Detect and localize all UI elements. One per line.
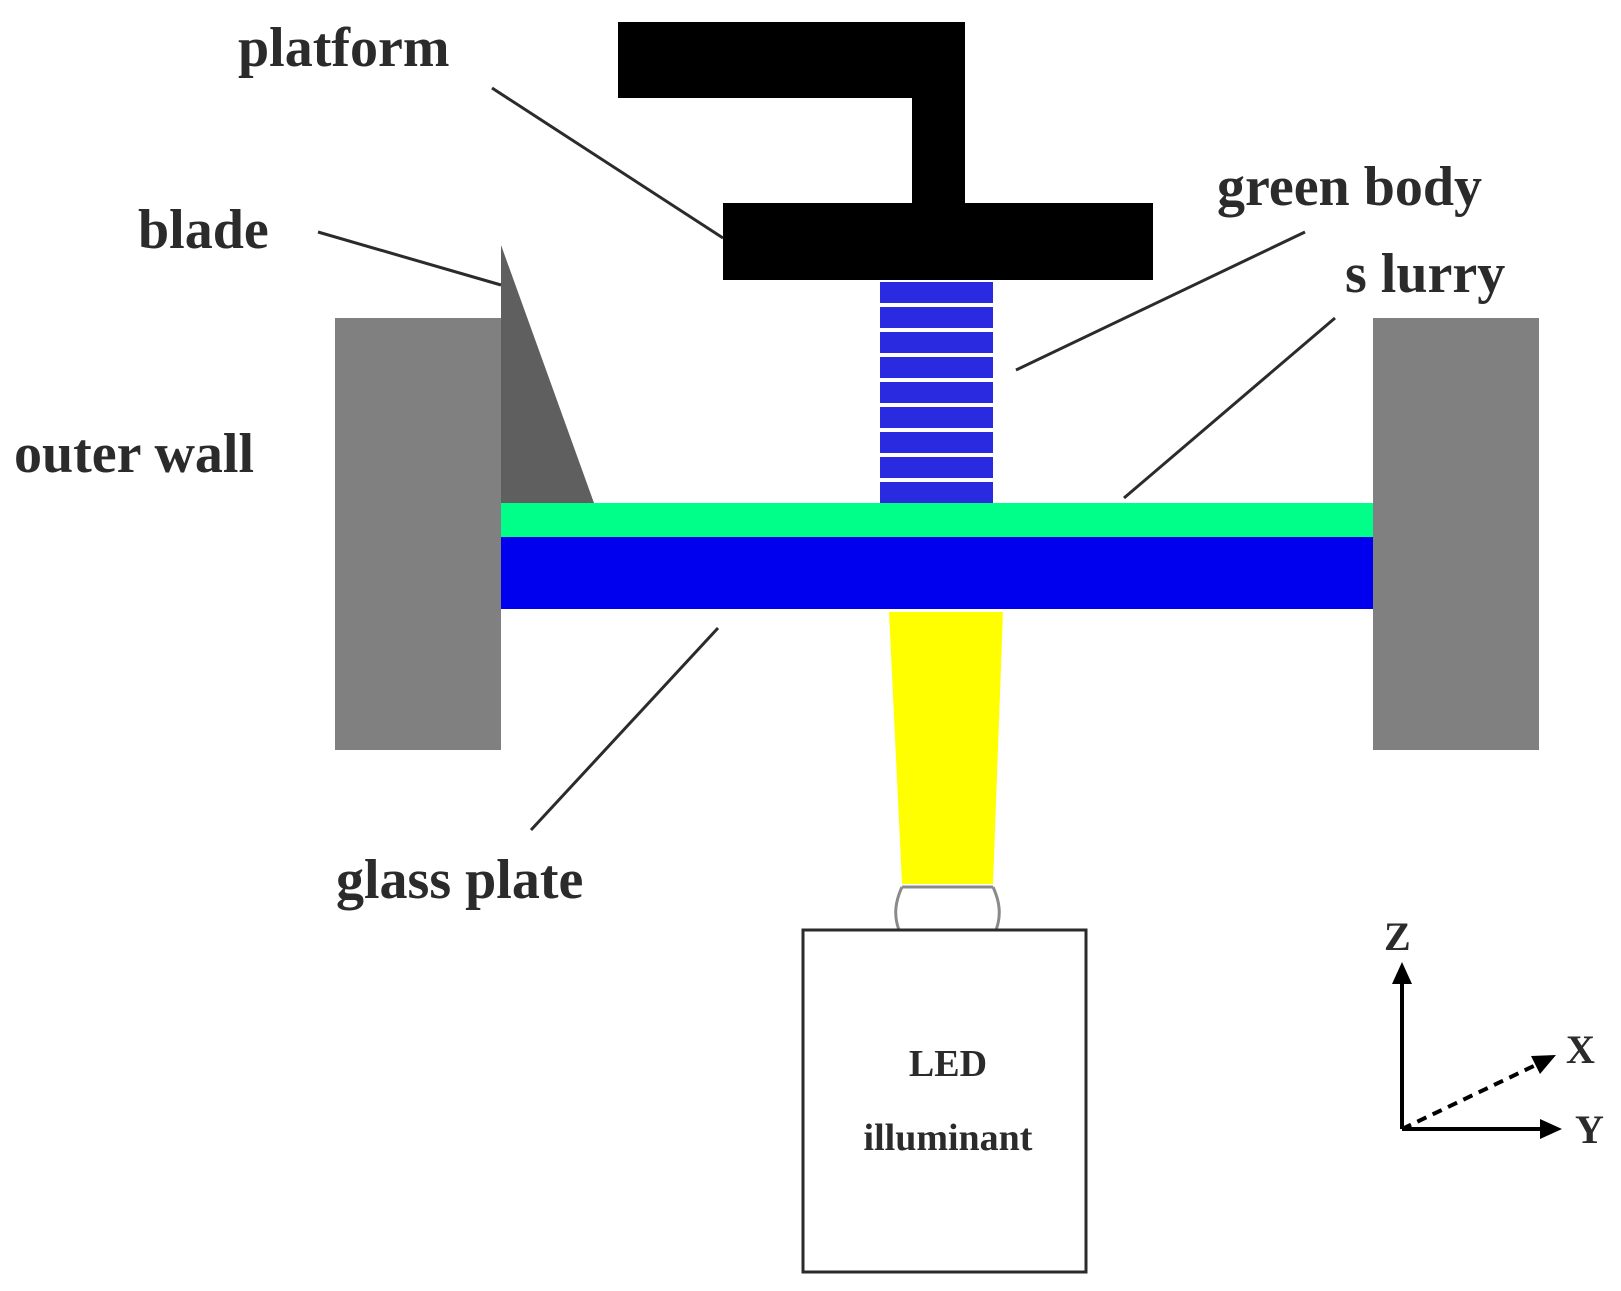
green-body <box>880 282 993 503</box>
green-body-layer <box>880 457 993 478</box>
axis-label-x: X <box>1566 1027 1595 1072</box>
green-body-layer <box>880 282 993 303</box>
axis-label-y: Y <box>1575 1107 1604 1152</box>
green-body-layer <box>880 357 993 378</box>
outer-wall-left <box>335 318 501 750</box>
leader-platform <box>491 86 724 240</box>
outer-wall-right <box>1373 318 1539 750</box>
leader-blade <box>317 230 502 287</box>
label-outer-wall: outer wall <box>14 423 254 485</box>
coordinate-axes <box>1392 962 1562 1139</box>
label-led-line1: LED <box>909 1043 987 1085</box>
blade <box>501 245 594 503</box>
axis-label-z: Z <box>1384 914 1411 959</box>
green-body-layer <box>880 432 993 453</box>
green-body-layer <box>880 382 993 403</box>
green-body-layer <box>880 482 993 503</box>
slurry-layer <box>501 503 1373 537</box>
leader-slurry <box>1123 316 1336 500</box>
led-connector <box>894 885 1001 931</box>
leader-green-body <box>1015 230 1306 372</box>
platform <box>618 22 1153 280</box>
green-body-layer <box>880 332 993 353</box>
light-beam <box>889 612 1003 884</box>
led-illuminant-box <box>801 928 1088 1274</box>
glass-plate <box>501 537 1373 609</box>
label-platform: platform <box>238 17 450 79</box>
label-blade: blade <box>138 199 269 261</box>
label-led-line2: illuminant <box>864 1117 1033 1159</box>
leader-glass-plate <box>529 626 720 832</box>
green-body-layer <box>880 407 993 428</box>
label-glass-plate: glass plate <box>336 849 583 911</box>
label-green-body: green body <box>1217 156 1482 218</box>
label-slurry: s lurry <box>1345 243 1505 305</box>
green-body-layer <box>880 307 993 328</box>
